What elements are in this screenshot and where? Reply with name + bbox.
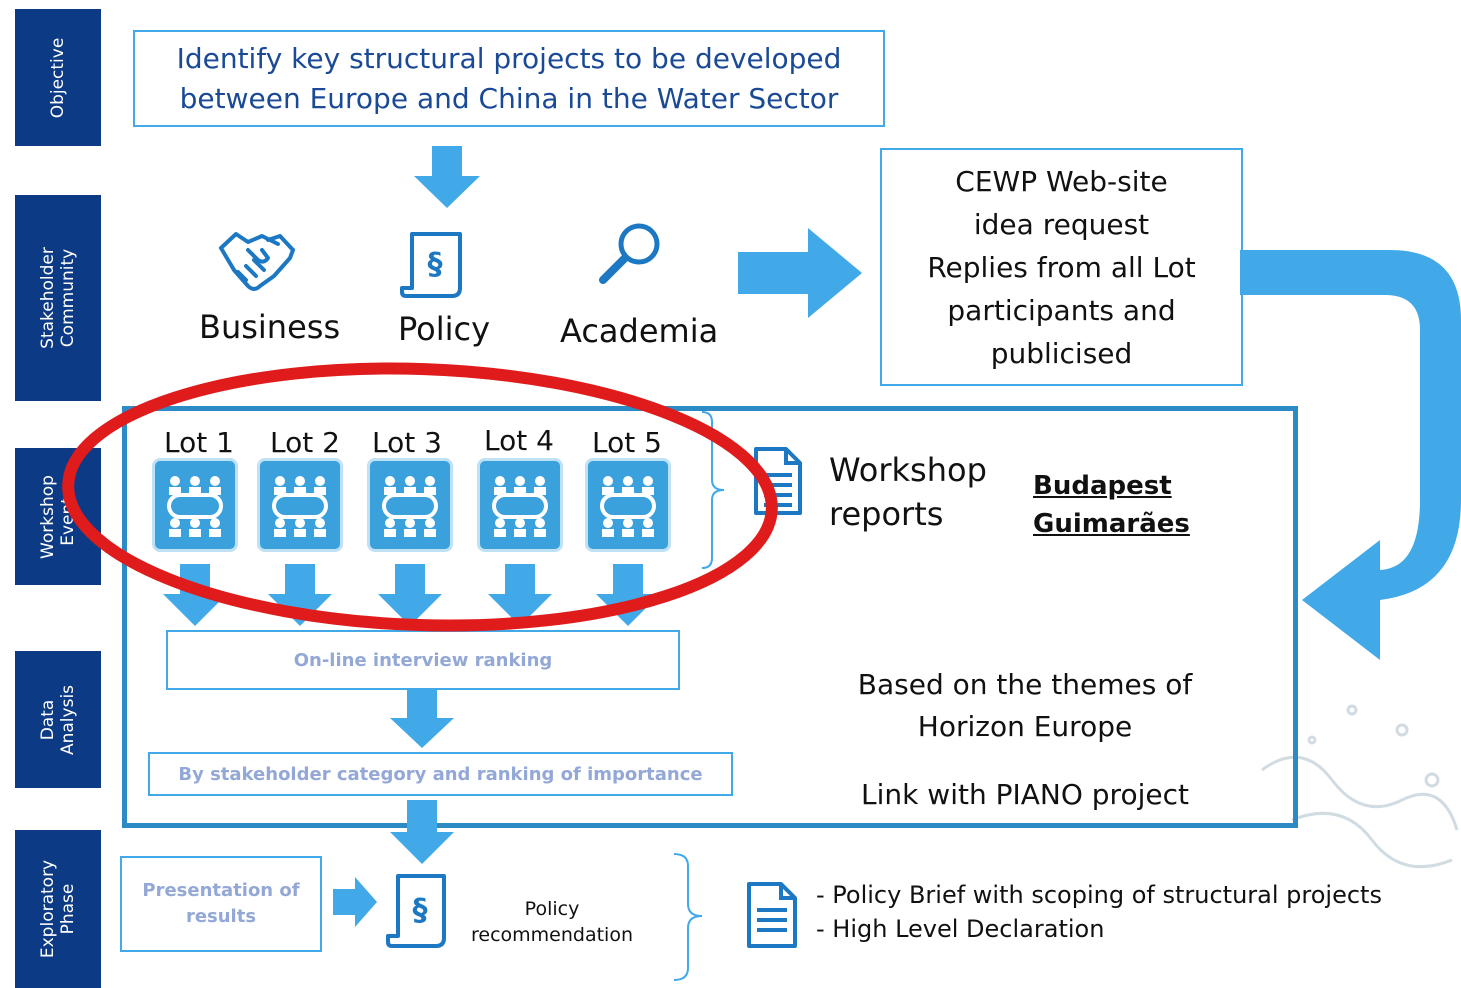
objective-line2: between Europe and China in the Water Se… (179, 81, 839, 115)
water-splash-decoration (1261, 704, 1459, 869)
down-arrow-ranking (390, 690, 454, 748)
locations-label: Budapest Guimarães (1033, 467, 1190, 543)
down-arrow-exploratory (390, 800, 454, 864)
outputs-line1: - Policy Brief with scoping of structura… (816, 881, 1382, 909)
lot-4-down-arrow (488, 564, 552, 626)
lot-4-label: Lot 4 (484, 424, 554, 457)
themes-line1: Based on the themes of (857, 668, 1193, 701)
website-line4: participants and (947, 293, 1176, 327)
website-line2: idea request (973, 207, 1150, 241)
sidebar-exploratory: Exploratory Phase (15, 830, 101, 988)
outputs-text: - Policy Brief with scoping of structura… (816, 878, 1382, 946)
lot-3-down-arrow (378, 564, 442, 626)
sidebar-workshop: Workshop Events (15, 448, 101, 585)
lot-3-label: Lot 3 (372, 426, 442, 459)
academia-label: Academia (560, 312, 719, 350)
workshop-frame (122, 406, 1298, 828)
workshop-reports-line1: Workshop (829, 451, 987, 489)
themes-line3: Link with PIANO project (861, 778, 1189, 811)
themes-line2: Horizon Europe (917, 710, 1133, 743)
website-line3: Replies from all Lot (927, 250, 1196, 284)
policy-label: Policy (398, 310, 491, 348)
presentation-line1: Presentation of (142, 880, 300, 901)
lot-1-down-arrow (163, 564, 227, 626)
outputs-bracket (673, 853, 703, 981)
down-arrow-objective (414, 146, 480, 208)
lot-2-down-arrow (268, 564, 332, 626)
themes-text: Based on the themes of Horizon Europe Li… (820, 664, 1230, 816)
lot-5-down-arrow (596, 564, 660, 626)
lot-3-meeting-icon (367, 458, 453, 552)
website-box: CEWP Web-site idea request Replies from … (880, 148, 1243, 386)
lot-2-meeting-icon (257, 458, 343, 552)
policy-rec-line2: recommendation (470, 924, 633, 946)
policy-recommendation-label: Policy recommendation (462, 896, 642, 948)
policy-document-icon: § (400, 232, 462, 298)
outputs-line2: - High Level Declaration (816, 915, 1105, 943)
location-guimaraes: Guimarães (1033, 509, 1190, 539)
policy-icon-symbol: § (428, 247, 443, 282)
sidebar-stakeholder: Stakeholder Community (15, 195, 101, 401)
curved-return-arrow (1240, 250, 1461, 660)
lot-1-label: Lot 1 (164, 426, 234, 459)
presentation-line2: results (185, 906, 257, 927)
policy-rec-line1: Policy (524, 898, 580, 920)
policy-rec-symbol: § (413, 893, 428, 928)
presentation-box: Presentation of results (120, 856, 322, 952)
lot-1-meeting-icon (152, 458, 238, 552)
sidebar-data-analysis: Data Analysis (15, 651, 101, 788)
workshop-bracket (701, 411, 725, 569)
right-arrow-presentation (333, 877, 377, 927)
workshop-reports-line2: reports (829, 495, 944, 533)
lot-2-label: Lot 2 (270, 426, 340, 459)
workshop-reports-label: Workshop reports (829, 448, 987, 536)
website-line5: publicised (990, 336, 1133, 370)
policy-recommendation-icon: § (386, 874, 446, 948)
lot-5-label: Lot 5 (592, 426, 662, 459)
outputs-document-icon (747, 882, 797, 948)
business-label: Business (199, 308, 341, 346)
location-budapest: Budapest (1033, 471, 1172, 501)
sidebar-objective: Objective (15, 9, 101, 146)
lot-5-meeting-icon (585, 458, 671, 552)
objective-line1: Identify key structural projects to be d… (176, 41, 842, 75)
lot-4-meeting-icon (477, 458, 563, 552)
website-line1: CEWP Web-site (955, 164, 1168, 198)
objective-box: Identify key structural projects to be d… (133, 30, 885, 127)
right-arrow-to-website (738, 228, 862, 318)
handshake-icon (219, 232, 295, 291)
magnifier-icon (599, 223, 660, 284)
stakeholder-ranking-box: By stakeholder category and ranking of i… (148, 752, 733, 796)
